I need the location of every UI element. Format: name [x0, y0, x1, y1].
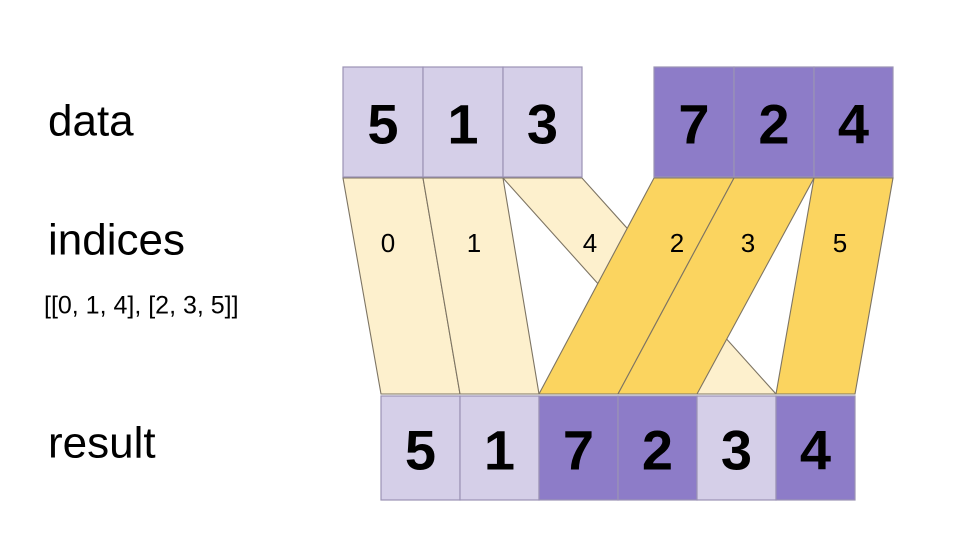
result-cell-label-5: 4 [800, 419, 831, 482]
result-cell-4[interactable] [696, 395, 777, 501]
row-label-indices: indices [48, 216, 185, 265]
row-label-result: result [48, 419, 156, 468]
data-cell-label-4: 4 [838, 93, 869, 156]
result-cell-1[interactable] [459, 395, 540, 501]
result-cell-label-2: 7 [563, 419, 594, 482]
ribbon-index-5 [775, 177, 894, 395]
result-cell-label-3: 2 [642, 419, 673, 482]
index-label-0: 0 [381, 228, 395, 258]
data-cell-3[interactable] [502, 66, 583, 178]
ribbon-index-3 [617, 177, 815, 395]
index-label-1: 1 [467, 228, 481, 258]
ribbons-layer [342, 177, 894, 395]
data-cell-label-7: 7 [678, 93, 709, 156]
data-cell-4[interactable] [813, 66, 894, 178]
result-cell-label-0: 5 [405, 419, 436, 482]
index-label-2: 2 [670, 228, 684, 258]
data-cell-label-2: 2 [758, 93, 789, 156]
index-label-4: 4 [583, 228, 597, 258]
index-label-3: 3 [741, 228, 755, 258]
result-cell-5[interactable] [775, 395, 856, 501]
data-cell-label-3: 3 [527, 93, 558, 156]
result-cell-label-1: 1 [484, 419, 515, 482]
result-cell-2[interactable] [538, 395, 619, 501]
result-cell-0[interactable] [380, 395, 461, 501]
row-label-data: data [48, 97, 134, 146]
index-label-5: 5 [833, 228, 847, 258]
indices-row: 0 1 4 2 3 5 [381, 228, 847, 258]
indices-value-text: [[0, 1, 4], [2, 3, 5]] [44, 292, 239, 320]
result-cell-3[interactable] [617, 395, 698, 501]
data-cell-label-1: 1 [447, 93, 478, 156]
data-cell-label-5: 5 [367, 93, 398, 156]
data-cell-2[interactable] [733, 66, 815, 178]
result-cell-label-4: 3 [721, 419, 752, 482]
